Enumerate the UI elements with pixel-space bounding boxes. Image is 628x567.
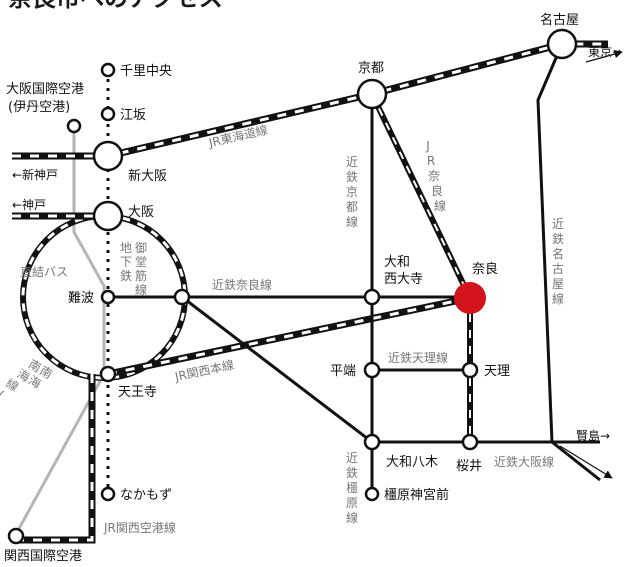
line-label-char: 堂 xyxy=(135,255,147,269)
station-esaka-label: 江坂 xyxy=(120,108,146,123)
station-nara-label: 奈良 xyxy=(472,261,498,277)
station-kyoto-label: 京都 xyxy=(358,61,384,76)
line-label-char: ( xyxy=(0,388,6,402)
line-label-char: 橿 xyxy=(346,481,358,495)
station-hirahata-marker xyxy=(363,361,381,379)
station-nagoya-marker xyxy=(546,28,578,60)
jr-tokaido-line xyxy=(12,40,608,160)
line-label-char: 線 xyxy=(135,282,147,297)
station-kashihara-jingumae-label: 橿原神宮前 xyxy=(384,487,449,503)
station-kyoto-marker xyxy=(356,78,388,110)
jr-kansai-main-line xyxy=(107,294,471,378)
station-tennoji-label: 天王寺 xyxy=(118,385,157,400)
line-label-char: 京 xyxy=(346,185,358,199)
line-label-char: 良 xyxy=(431,183,443,198)
toba-arrow xyxy=(559,445,613,479)
jr-nara-line xyxy=(369,92,473,300)
saidaiji-line-1: 大和 xyxy=(384,255,410,270)
line-label-char: 奈 xyxy=(428,169,440,183)
line-label-char: 線 xyxy=(346,510,358,525)
line-label-char: 鉄 xyxy=(346,169,358,184)
jr-kansai-airport-line xyxy=(16,374,96,544)
line-label-char: 線 xyxy=(346,214,358,229)
station-kansai-airport-marker xyxy=(7,527,25,545)
line-label-char: 鉄 xyxy=(346,465,358,480)
station-nakamozu-marker xyxy=(100,486,116,502)
line-label-char: 鉄 xyxy=(552,231,564,246)
tokyo-label: 東京→ xyxy=(588,45,622,59)
station-osaka-label: 大阪 xyxy=(128,205,154,220)
station-senri-chuo-label: 千里中央 xyxy=(120,64,172,79)
station-itami-airport-label: 大阪国際空港 (伊丹空港) xyxy=(6,82,88,115)
kintetsu-nara-line-label: 近鉄奈良線 xyxy=(212,277,272,292)
line-label-char: R xyxy=(427,154,435,168)
kintetsu-nagoya-line xyxy=(536,43,601,482)
line-label-char: 御 xyxy=(135,240,147,255)
station-yamato-saidaiji-label: 大和 西大寺 xyxy=(384,255,423,287)
tokyo-arrow xyxy=(585,49,623,63)
direct-bus-label: 直結バス xyxy=(20,265,68,279)
line-label-char: 都 xyxy=(346,200,358,214)
station-sakurai-marker xyxy=(461,433,479,451)
jr-kansai-airport-line-label: JR関西空港線 xyxy=(103,520,176,535)
station-tsuruhashi-marker xyxy=(173,288,191,306)
page-title: 奈良市へのアクセス xyxy=(7,0,223,12)
station-yamato-yagi-label: 大和八木 xyxy=(386,455,438,470)
station-yamato-saidaiji-marker xyxy=(363,288,381,306)
line-label-char: 近 xyxy=(346,451,358,465)
kobe-label: ←神戸 xyxy=(12,198,46,212)
station-senri-chuo-marker xyxy=(100,62,116,78)
station-osaka-marker xyxy=(92,200,124,232)
station-tennoji-marker xyxy=(99,365,117,383)
station-tenri-label: 天理 xyxy=(484,364,510,379)
nankai-airport-line xyxy=(14,126,106,535)
station-kansai-airport-label: 関西国際空港 xyxy=(4,549,82,564)
station-sakurai-label: 桜井 xyxy=(456,459,482,474)
station-nara-marker xyxy=(454,282,486,314)
saidaiji-line-2: 西大寺 xyxy=(384,272,423,287)
toba-label: 賢島→ xyxy=(576,428,610,443)
line-label-char: 近 xyxy=(552,217,564,231)
station-tenri-marker xyxy=(461,361,479,379)
itami-line-2: (伊丹空港) xyxy=(8,100,70,115)
station-kashihara-jingumae-marker xyxy=(364,486,380,502)
station-shin-osaka-marker xyxy=(92,140,124,172)
line-label-char: 鉄 xyxy=(120,268,132,283)
line-label-char: 筋 xyxy=(135,268,147,283)
line-label-char: 線 xyxy=(552,291,564,306)
station-itami-airport-marker xyxy=(66,118,82,134)
station-nakamozu-label: なかもず xyxy=(120,488,172,503)
station-hirahata-label: 平端 xyxy=(330,364,356,379)
station-esaka-marker xyxy=(100,106,116,122)
line-label-char: 近 xyxy=(346,155,358,169)
line-label-char: 屋 xyxy=(552,277,564,291)
line-label-char: 原 xyxy=(346,496,358,510)
station-namba-label: 難波 xyxy=(68,291,94,306)
station-shin-osaka-label: 新大阪 xyxy=(128,168,167,184)
kintetsu-osaka-line-label: 近鉄大阪線 xyxy=(494,454,554,469)
kintetsu-tenri-line-label: 近鉄天理線 xyxy=(388,350,448,365)
line-label-char: J xyxy=(425,139,430,153)
line-label-char: 地 xyxy=(120,241,132,255)
itami-line-1: 大阪国際空港 xyxy=(6,82,84,97)
line-label-char: 名 xyxy=(552,246,564,261)
station-namba-marker xyxy=(100,289,116,305)
station-nagoya-label: 名古屋 xyxy=(540,12,579,28)
line-label-char: 古 xyxy=(552,261,564,276)
shin-kobe-label: ←新神戸 xyxy=(12,167,58,182)
station-yamato-yagi-marker xyxy=(363,433,381,451)
line-label-char: 線 xyxy=(434,198,446,213)
line-label-char: 下 xyxy=(120,255,132,269)
